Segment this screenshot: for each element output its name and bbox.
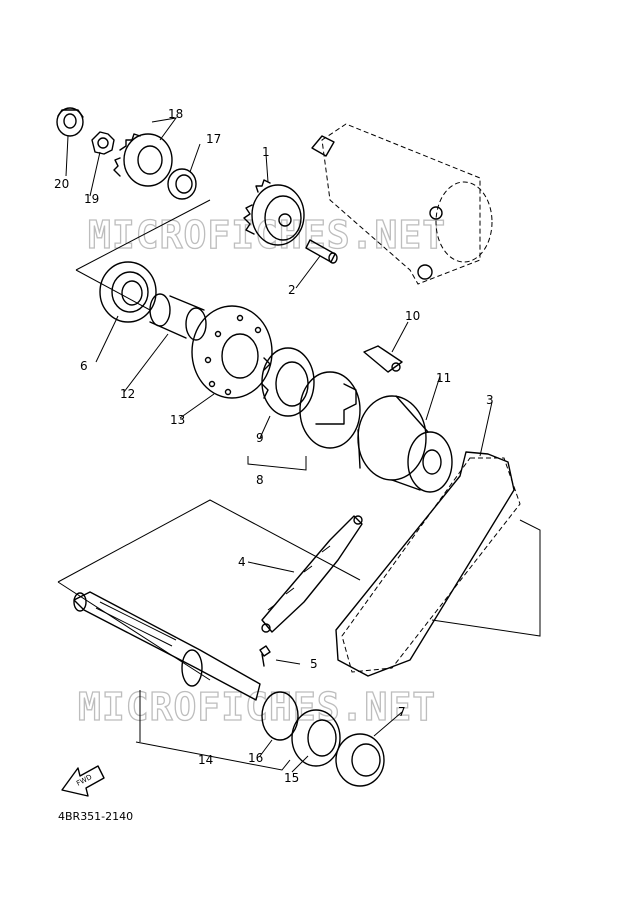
starter-clutch-8 xyxy=(299,371,361,449)
callout-7: 7 xyxy=(398,705,406,719)
callout-14: 14 xyxy=(198,753,213,767)
callout-2: 2 xyxy=(288,283,296,297)
callout-17: 17 xyxy=(206,132,221,146)
bearing-15 xyxy=(291,709,341,767)
callout-4: 4 xyxy=(238,555,246,569)
shaft-14 xyxy=(73,591,261,701)
bushing-12 xyxy=(149,293,207,341)
reduction-gear-18 xyxy=(113,133,173,187)
callout-5: 5 xyxy=(310,657,318,671)
bracket-8 xyxy=(247,456,307,471)
watermark-bottom: MICROFICHES.NET xyxy=(78,685,436,729)
callout-9: 9 xyxy=(256,431,264,445)
fwd-arrow-icon: FWD xyxy=(61,765,105,797)
callout-18: 18 xyxy=(168,107,183,121)
idle-gear-1 xyxy=(243,179,305,246)
callout-8: 8 xyxy=(256,473,264,487)
callout-10: 10 xyxy=(405,309,420,323)
starter-gear-11 xyxy=(357,395,453,493)
screw-5 xyxy=(259,645,271,667)
chain-guide-4 xyxy=(261,515,363,633)
lock-washer-19 xyxy=(91,131,115,155)
callout-1: 1 xyxy=(262,145,270,159)
callout-16: 16 xyxy=(248,751,263,765)
watermark-top: MICROFICHES.NET xyxy=(88,213,446,257)
callout-20: 20 xyxy=(54,177,69,191)
callout-15: 15 xyxy=(284,771,299,785)
callout-13: 13 xyxy=(170,413,185,427)
oil-seal-7 xyxy=(335,733,385,787)
nut-20 xyxy=(56,107,84,137)
part-code: 4BR351-2140 xyxy=(58,810,133,823)
callout-19: 19 xyxy=(84,192,99,206)
washer-17 xyxy=(167,168,197,200)
one-way-clutch-9 xyxy=(261,347,315,417)
callout-6: 6 xyxy=(80,359,88,373)
bracket-14 xyxy=(135,741,291,771)
chain-3 xyxy=(335,451,521,677)
starter-sprocket-13 xyxy=(191,305,273,399)
starter-motor xyxy=(311,123,493,285)
o-ring-16 xyxy=(261,691,299,741)
shaft-pin-2 xyxy=(305,239,338,264)
bracket-lower xyxy=(57,499,541,681)
bearing-6 xyxy=(99,261,157,323)
callout-3: 3 xyxy=(486,393,494,407)
callout-11: 11 xyxy=(436,371,451,385)
bolt-10 xyxy=(363,345,403,373)
callout-12: 12 xyxy=(120,387,135,401)
